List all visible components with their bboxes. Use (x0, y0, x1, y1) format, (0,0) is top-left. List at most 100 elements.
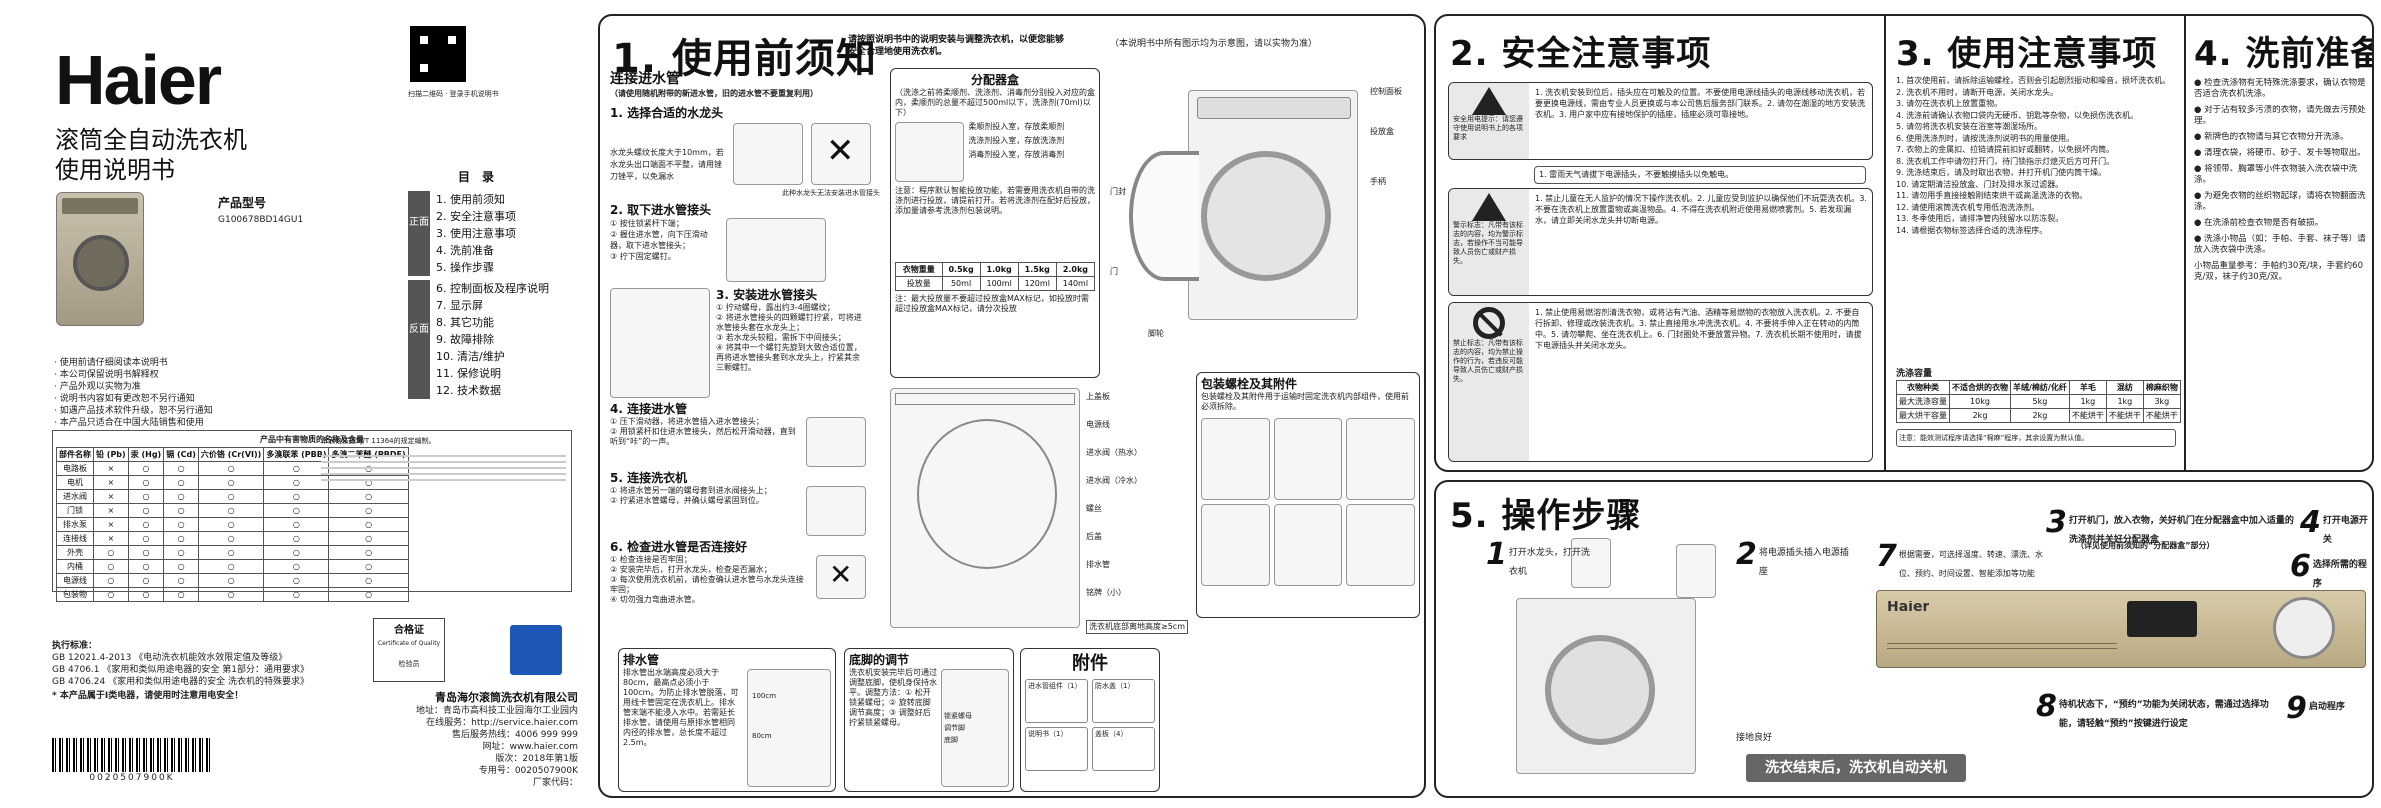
inlet-section: 连接进水管 （请使用随机附带的新进水管，旧的进水管不要重复利用） 1. 选择合适… (610, 70, 880, 660)
toc-item: 5. 操作步骤 (436, 261, 494, 274)
qr-code[interactable] (410, 26, 466, 82)
table-cell: ○ (328, 545, 409, 560)
table-cell: 最大烘干容量 (1896, 408, 1950, 423)
table-header: 羊绒/棉纺/化纤 (2010, 380, 2070, 395)
rear-label: 进水阀（热水） (1086, 448, 1142, 457)
company-url[interactable]: 网址：www.haier.com (482, 742, 578, 752)
table-cell: ○ (263, 517, 330, 532)
usage-item: 7. 衣物上的金属扣、拉链请提前扣好或翻转，以免损坏内筒。 (1896, 145, 2115, 154)
model-value: G100678BD14GU1 (218, 215, 304, 225)
op-step-text: 将电源插头插入电源插座 (1758, 548, 1849, 577)
table-cell: ○ (163, 573, 199, 588)
table-header: 棉麻织物 (2142, 380, 2181, 395)
company-name: 青岛海尔滚筒洗衣机有限公司 (435, 691, 578, 704)
table-cell: ○ (163, 461, 199, 476)
accessory-label: 说明书（1） (1028, 730, 1068, 738)
step2-detail: ① 按住锁紧杆下端；② 握住进水管，向下压滑动器，取下进水管接头；③ 拧下固定螺… (610, 218, 720, 282)
front-label: 门 (1110, 267, 1118, 276)
barcode: 0020507900K (52, 738, 212, 786)
table-row: 门锁×○○○○○ (56, 503, 409, 518)
usage-item: 4. 洗涤前请确认衣物口袋内无硬币、钥匙等杂物，以免损伤洗衣机。 (1896, 110, 2139, 120)
op-step-2: 2 将电源插头插入电源插座 (1736, 540, 1856, 578)
step-detail-line: ④ 将其中一个螺钉先旋到大致合适位置，再将进水管接头套到水龙头上，拧紧其余三颗螺… (716, 343, 862, 372)
prep-item: ● 洗涤小物品（如：手帕、手套、袜子等）请放入洗衣袋中洗涤。 (2194, 234, 2366, 255)
accessory-list: 进水管组件（1）防水盖（1）说明书（1）盖板（4） (1025, 679, 1155, 771)
ground-label: 接地良好 (1736, 733, 1773, 743)
prohibit-icon (1473, 307, 1505, 339)
table-cell: ○ (197, 475, 265, 490)
toc-section-front: 正面 (408, 191, 430, 276)
table-cell: 50ml (941, 276, 981, 291)
part-no: 专用号：0020507900K (478, 766, 578, 776)
control-panel[interactable]: Haier (1876, 590, 2366, 668)
step2-title: 2. 取下进水管接头 (610, 203, 712, 217)
op-step-num: 4 (2300, 505, 2321, 540)
table-cell: ○ (263, 489, 330, 504)
prep-item: ● 清理衣袋，将硬币、砂子、发卡等物取出。 (2194, 148, 2366, 158)
standard-item: GB 12021.4-2013 《电动洗衣机能效水效限定值及等级》 (52, 653, 288, 663)
table-header: 1.0kg (979, 262, 1019, 277)
rear-label: 铭牌（小） (1086, 588, 1126, 597)
hazard-note: 本表格依据SJ/T 11364的规定编制。 (321, 437, 436, 445)
op-step-8: 8 待机状态下，“预约”功能为关闭状态，需通过选择功能，请轻触“预约”按键进行设… (2036, 692, 2276, 730)
table-cell: 2kg (1949, 408, 2011, 423)
cover-bullet: · 如遇产品技术软件升级，恕不另行通知 (54, 406, 213, 416)
op-step-9: 9 启动程序 (2286, 694, 2366, 724)
accessory-label: 进水管组件（1） (1028, 682, 1082, 690)
table-cell: 电路板 (56, 461, 94, 476)
drawer-title: 分配器盒 (970, 73, 1019, 87)
feet-illustration: 锁紧螺母调节脚底脚 (941, 669, 1009, 787)
company-service: 在线服务：http://service.haier.com (426, 718, 578, 728)
mid-note: 1. 雷雨天气请拔下电源插头，不要触摸插头以免触电。 (1534, 166, 1866, 184)
table-cell: × (93, 475, 129, 490)
toc-item: 4. 洗前准备 (436, 244, 494, 257)
table-cell: ○ (163, 531, 199, 546)
toc-item: 1. 使用前须知 (436, 193, 505, 206)
table-cell: ○ (127, 545, 165, 560)
table-cell: 电机 (56, 475, 94, 490)
prep-item: ● 为避免衣物的丝织物起球，请将衣物翻面洗涤。 (2194, 191, 2366, 212)
drain-dim-80: 80cm (752, 732, 772, 740)
warning-text: 1. 洗衣机安装到位后，插头应在可触及的位置。不要使用电源线插头的电源线移动洗衣… (1535, 88, 1866, 119)
standards-heading: 执行标准： (52, 641, 98, 651)
table-header: 0.5kg (941, 262, 981, 277)
table-cell: ○ (197, 573, 265, 588)
accessory-item: 防水盖（1） (1092, 679, 1155, 723)
table-cell: ○ (93, 587, 129, 602)
table-cell: 不能烘干 (2142, 408, 2181, 423)
panel-operation: 5. 操作步骤 接地良好 1 打开水龙头，打开洗衣机 2 将电源插头插入电源插座… (1434, 480, 2374, 798)
prep-item: ● 检查洗涤物有无特殊洗涤要求，确认衣物是否适合洗衣机洗涤。 (2194, 78, 2366, 99)
warning-row-prohibit: 禁止标志：凡带有该标志的内容，均为禁止操作的行为，若违反可能导致人员伤亡或财产损… (1448, 302, 1873, 462)
operation-washer-illustration (1516, 598, 1696, 774)
prep-item: ● 在洗涤前检查衣物是否有破损。 (2194, 218, 2324, 228)
prep-item: ● 将领带、胸罩等小件衣物装入洗衣袋中洗涤。 (2194, 164, 2358, 185)
plug-step-illustration (1676, 544, 1716, 598)
table-row: 电源线○○○○○○ (56, 573, 409, 588)
program-knob[interactable] (2273, 597, 2335, 659)
table-cell: × (93, 531, 129, 546)
panel5-title: 5. 操作步骤 (1450, 496, 1642, 536)
auto-off-banner: 洗衣结束后，洗衣机自动关机 (1746, 754, 1966, 782)
step-detail-line: ① 压下滑动器，将进水管插入进水管接头； (610, 417, 764, 426)
drawer-illustration (895, 122, 965, 182)
table-header: 混纺 (2105, 380, 2144, 395)
op-step-6: 6 选择所需的程序 (2290, 552, 2370, 590)
divider-3-4 (2184, 16, 2186, 470)
front-label: 门封 (1110, 187, 1126, 196)
op-step-num: 9 (2286, 691, 2307, 726)
certificate-sub: Certificate of Quality (377, 640, 441, 647)
accessory-label: 防水盖（1） (1095, 682, 1135, 690)
toc-item: 10. 清洁/维护 (436, 350, 505, 363)
step-detail-line: ① 检查连接是否牢固； (610, 555, 692, 564)
usage-item: 13. 冬季使用后，请排净管内残留水以防冻裂。 (1896, 214, 2064, 223)
table-cell: 外壳 (56, 545, 94, 560)
washer-front-illustration (1129, 90, 1358, 320)
warning-triangle-icon (1472, 87, 1506, 115)
panel1-title: 1. 使用前须知 (612, 36, 877, 82)
feet-labels: 锁紧螺母调节脚底脚 (944, 710, 972, 746)
panel1-subtitle-note: （本说明书中所有图示均为示意图，请以实物为准） (1110, 39, 1318, 49)
bent-hose-illustration: ✕ (816, 555, 866, 599)
divider-2-3 (1884, 16, 1886, 470)
step-detail-line: ③ 拧下固定螺钉。 (610, 252, 676, 261)
